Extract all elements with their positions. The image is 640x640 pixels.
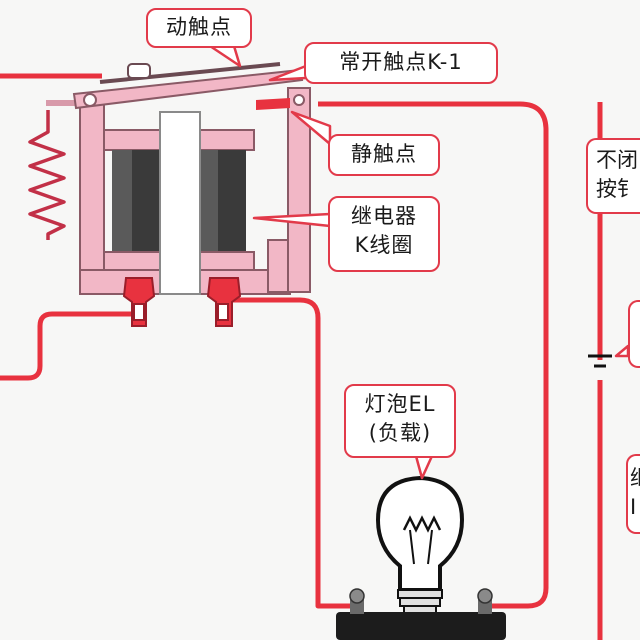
left-loop-wire [0,311,140,381]
moving-contact-text: 动触点 [166,15,232,39]
relay-coil-label: 继电器 K线圈 [328,196,440,272]
button-label-partial: 不闭 按钅 [586,138,640,214]
button-text-line2: 按钅 [596,177,638,201]
callout-pointers [208,44,630,480]
light-bulb-icon [375,475,465,617]
terminal-icon [122,277,242,327]
button-text-line1: 不闭 [596,148,638,172]
lamp-text-line1: 灯泡EL [364,392,436,416]
normally-open-contact-label: 常开触点K-1 [304,42,498,84]
battery-icon [588,354,612,368]
spring-icon [28,110,66,240]
relay-right-text-line2: I [630,495,637,519]
right-static-wire [318,101,549,609]
relay-right-text-line1: 继 [630,464,640,493]
lamp-socket [336,588,506,640]
lamp-label: 灯泡EL (负载) [344,384,456,458]
normally-open-contact-text: 常开触点K-1 [339,50,463,74]
relay-coil-text-line1: 继电器 [351,204,417,228]
relay-right-label-partial: 继 I [626,454,640,534]
lamp-text-line2: (负载) [368,421,432,445]
moving-contact-label: 动触点 [146,8,252,48]
side-callout-partial [628,300,640,368]
static-contact-post [256,87,311,293]
wires [0,73,603,640]
bottom-wire [218,297,356,609]
static-contact-text: 静触点 [351,142,417,166]
static-contact-label: 静触点 [328,134,440,176]
armature [72,62,304,110]
coil-icon [103,111,255,295]
relay-coil-text-line2: K线圈 [354,233,414,257]
